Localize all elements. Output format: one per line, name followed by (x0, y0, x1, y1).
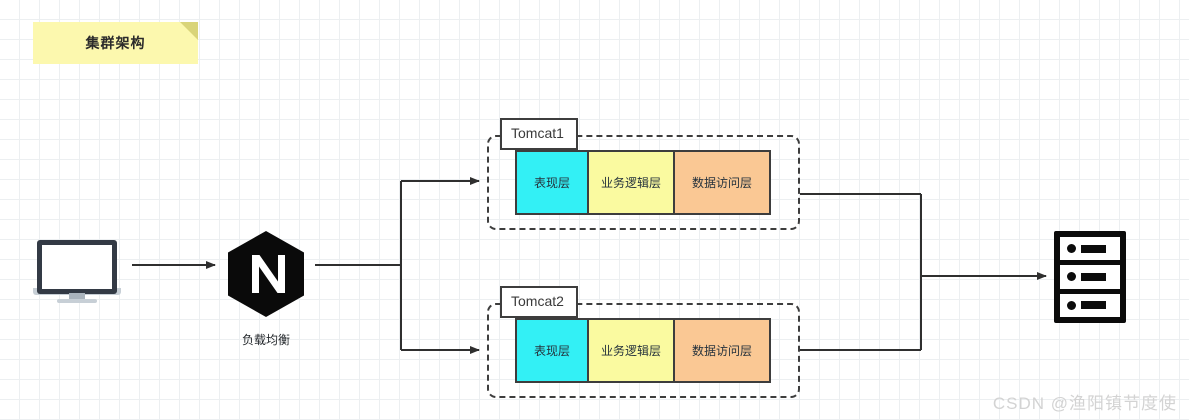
tomcat1-presentation-layer: 表现层 (517, 152, 587, 213)
nginx-logo-icon (228, 231, 304, 317)
rack-indicator-dot (1067, 300, 1076, 310)
server-rack-bay (1060, 237, 1120, 266)
rack-indicator-dot (1067, 244, 1076, 254)
tomcat1-layers: 表现层 业务逻辑层 数据访问层 (515, 150, 771, 215)
monitor-bezel (37, 240, 117, 294)
tomcat1-business-layer: 业务逻辑层 (587, 152, 673, 213)
rack-indicator-bar (1081, 301, 1106, 310)
title-sticky-note: 集群架构 (33, 22, 198, 64)
tomcat2-presentation-layer: 表现层 (517, 320, 587, 381)
tomcat1-label: Tomcat1 (500, 118, 578, 150)
rack-indicator-dot (1067, 272, 1076, 282)
title-note-label: 集群架构 (85, 35, 146, 51)
rack-indicator-bar (1081, 272, 1106, 281)
tomcat1-data-access-layer: 数据访问层 (673, 152, 769, 213)
monitor-foot (57, 299, 97, 303)
monitor-neck (69, 293, 85, 302)
desktop-monitor-icon (33, 240, 121, 303)
csdn-watermark: CSDN @渔阳镇节度使 (992, 394, 1177, 413)
rack-indicator-bar (1081, 244, 1106, 253)
load-balancer-caption: 负载均衡 (241, 333, 290, 347)
tomcat1-boundary (487, 135, 800, 230)
tomcat2-layers: 表现层 业务逻辑层 数据访问层 (515, 318, 771, 383)
tomcat2-label: Tomcat2 (500, 286, 578, 318)
server-rack-bay (1060, 265, 1120, 294)
server-rack-bay (1060, 294, 1120, 317)
server-rack-icon (1054, 231, 1126, 323)
tomcat2-boundary (487, 303, 800, 398)
tomcat2-business-layer: 业务逻辑层 (587, 320, 673, 381)
sticky-note-fold-icon (180, 22, 198, 40)
monitor-screen (42, 245, 112, 289)
tomcat2-data-access-layer: 数据访问层 (673, 320, 769, 381)
